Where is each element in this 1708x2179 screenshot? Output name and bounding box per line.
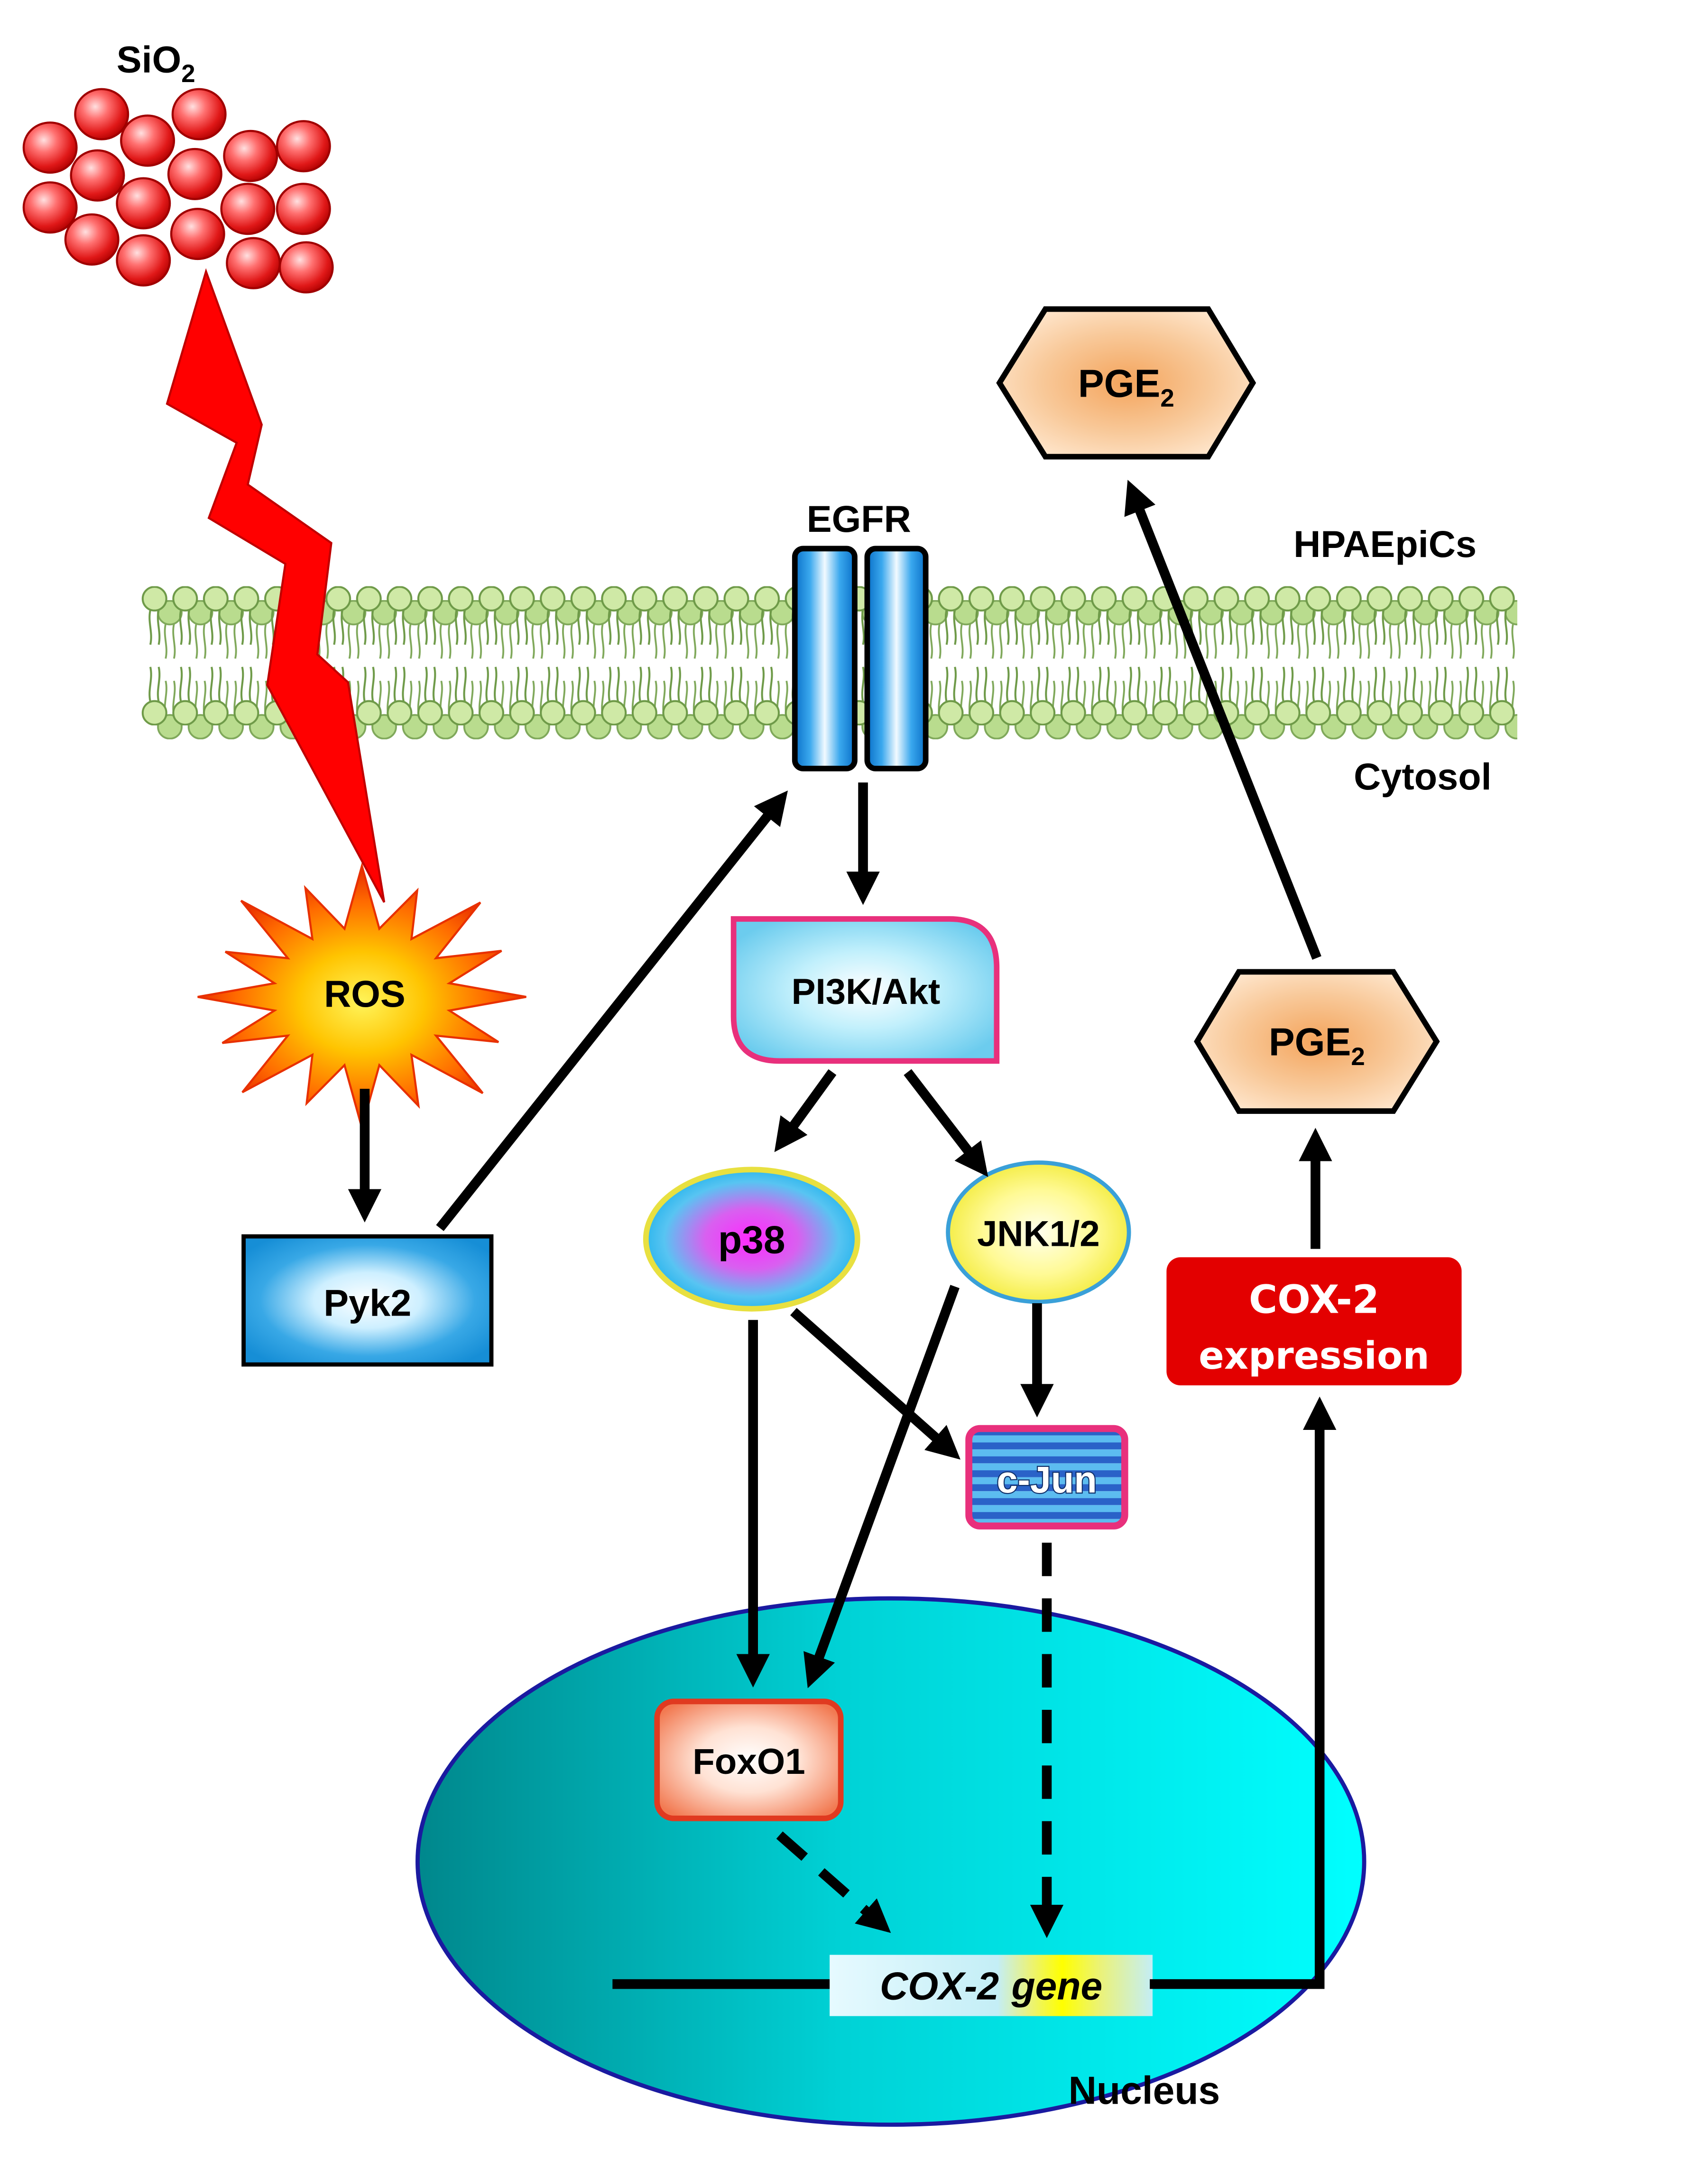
arrow-jnk-to-foxo1	[803, 1285, 960, 1688]
pge2-extracellular-hexagon	[996, 306, 1256, 460]
cell-type-label: HPAEpiCs	[1293, 523, 1477, 565]
jnk-label: JNK1/2	[977, 1214, 1100, 1254]
silica-particle	[22, 121, 78, 174]
c-jun-box	[965, 1425, 1128, 1530]
cytosol-label: Cytosol	[1354, 755, 1492, 797]
silica-particle	[223, 130, 278, 182]
silica-particle	[276, 183, 331, 235]
pge2-intracellular-label-main: PGE	[1269, 1021, 1351, 1064]
nucleus-label: Nucleus	[1069, 2069, 1220, 2113]
silica-particle	[74, 88, 129, 140]
silica-particle	[171, 88, 227, 140]
pge2-intracellular-hexagon	[1194, 969, 1440, 1114]
egfr-receptor	[792, 546, 929, 771]
arrow-pyk2-to-egfr	[436, 790, 788, 1231]
silica-particle	[70, 149, 125, 202]
pathway-arrows	[348, 480, 1337, 1989]
sio2-label-subscript: 2	[181, 60, 195, 88]
cox2-gene-label: COX-2 gene	[880, 1965, 1102, 2008]
cox2-gene-box	[830, 1955, 1153, 2016]
foxo1-box	[654, 1698, 844, 1821]
arrow-pi3k-akt-to-jnk	[904, 1069, 988, 1177]
arrow-pge2-release	[1124, 480, 1321, 960]
cox2-gene-word: gene	[1011, 1965, 1102, 2008]
cox2-expression-label-line2: expression	[1199, 1334, 1430, 1378]
lightning-bolt-icon	[166, 268, 386, 903]
cox2-expression-label-line1: COX-2	[1249, 1278, 1379, 1323]
pyk2-box	[241, 1234, 494, 1367]
silica-particle	[170, 208, 225, 260]
cox2-expression-box	[1166, 1257, 1462, 1386]
arrow-p38-to-c-jun	[790, 1307, 960, 1460]
sio2-label-main: SiO	[117, 38, 181, 81]
silica-particle	[22, 181, 78, 234]
cox2-gene-name: COX-2	[880, 1965, 999, 2008]
silica-particle	[276, 120, 331, 173]
silica-particle	[116, 177, 171, 230]
arrow-foxo1-to-cox2-gene	[776, 1831, 891, 1933]
arrow-cox2-gene-to-expression	[1150, 1396, 1337, 1989]
ros-label: ROS	[324, 973, 406, 1015]
c-jun-label: c-Jun	[997, 1458, 1097, 1501]
egfr-subunit-left	[792, 546, 858, 771]
pyk2-label: Pyk2	[323, 1281, 411, 1324]
silica-particle	[167, 148, 222, 200]
egfr-label: EGFR	[807, 498, 911, 540]
silica-particle	[278, 241, 334, 294]
p38-ellipse	[643, 1167, 860, 1312]
pi3k-akt-label: PI3K/Akt	[792, 972, 941, 1012]
silica-particles	[22, 88, 334, 294]
pi3k-akt-shape	[730, 916, 1000, 1064]
silica-particle	[226, 237, 281, 289]
silica-particle	[120, 114, 175, 167]
pge2-extracellular-label-subscript: 2	[1160, 384, 1174, 412]
jnk-ellipse	[946, 1160, 1131, 1304]
silica-particle	[220, 183, 276, 235]
pge2-extracellular-label-main: PGE	[1078, 362, 1161, 405]
pge2-intracellular-label-subscript: 2	[1351, 1043, 1365, 1071]
foxo1-label: FoxO1	[692, 1742, 805, 1782]
silica-particle	[64, 213, 120, 266]
sio2-label: SiO2	[117, 38, 195, 88]
pge2-intracellular-label: PGE2	[1269, 1021, 1365, 1071]
arrow-pi3k-akt-to-p38	[774, 1069, 837, 1152]
silica-particle	[116, 234, 171, 287]
nucleus-body	[415, 1596, 1366, 2127]
pge2-extracellular-label: PGE2	[1078, 362, 1174, 412]
p38-label: p38	[718, 1218, 785, 1261]
egfr-subunit-right	[864, 546, 929, 771]
